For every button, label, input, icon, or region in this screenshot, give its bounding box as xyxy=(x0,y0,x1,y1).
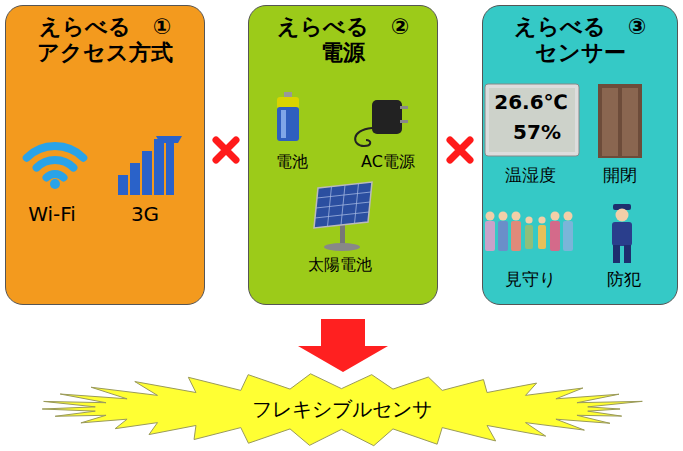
open-close-label: 開閉 xyxy=(603,166,637,186)
adapter-prong xyxy=(400,106,408,109)
wifi-arc xyxy=(37,160,74,168)
signal-bar xyxy=(142,151,152,195)
hygrometer-display xyxy=(489,88,575,152)
person-head xyxy=(551,212,560,221)
temp-humidity-label: 温湿度 xyxy=(505,166,556,186)
block-arrow xyxy=(298,319,388,372)
hygrometer-body xyxy=(485,84,579,156)
person-head xyxy=(512,212,521,221)
person-head xyxy=(564,212,573,221)
solar-grid xyxy=(316,202,370,208)
solar-panel xyxy=(314,182,372,228)
person-head xyxy=(525,216,532,223)
person-head xyxy=(499,212,508,221)
adapter-prong xyxy=(400,120,408,123)
solar-label: 太陽電池 xyxy=(308,256,372,274)
ac-power-label: AC電源 xyxy=(361,153,415,171)
police-body xyxy=(612,222,632,246)
person-body xyxy=(563,221,573,251)
adapter-cord xyxy=(355,128,372,146)
temperature-reading: 26.6℃ xyxy=(494,91,568,114)
result-starburst: フレキシブルセンサ xyxy=(30,370,653,448)
security-label: 防犯 xyxy=(607,270,641,290)
police-leg xyxy=(613,245,620,263)
signal-bar xyxy=(154,139,164,195)
battery-body xyxy=(277,107,299,141)
result-text: フレキシブルセンサ xyxy=(252,396,432,423)
door-frame xyxy=(598,84,642,158)
solar-pole xyxy=(340,224,345,246)
multiply-mark xyxy=(450,140,470,160)
panel-heading: えらべる ① アクセス方式 xyxy=(30,14,180,67)
battery-label: 電池 xyxy=(276,153,308,171)
wifi-dot xyxy=(50,179,60,189)
signal-bar xyxy=(130,163,140,195)
door-leaf xyxy=(622,88,638,156)
humidity-reading: 57% xyxy=(513,121,561,144)
watch-label: 見守り xyxy=(505,270,556,290)
panel-heading: えらべる ② 電源 xyxy=(268,14,418,67)
wifi-label: Wi-Fi xyxy=(28,203,76,226)
police-leg xyxy=(624,245,631,263)
person-body xyxy=(485,221,495,251)
signal-bar xyxy=(118,175,128,195)
panel-heading: えらべる ③ センサー xyxy=(505,14,655,67)
police-head xyxy=(616,209,629,222)
starburst-shape xyxy=(42,374,642,446)
wifi-arc xyxy=(27,146,84,158)
solar-base xyxy=(324,243,360,251)
antenna-mast xyxy=(166,140,174,195)
multiply-mark xyxy=(216,140,236,160)
antenna-top xyxy=(156,136,182,143)
solar-grid xyxy=(315,212,369,218)
person-body xyxy=(550,221,560,251)
door-leaf xyxy=(602,88,618,156)
person-body xyxy=(538,225,546,249)
solar-grid xyxy=(355,184,359,224)
wifi-arc xyxy=(47,174,64,178)
adapter-body xyxy=(372,100,402,134)
person-body xyxy=(498,221,508,251)
3g-label: 3G xyxy=(131,203,159,226)
person-head xyxy=(486,212,495,221)
battery-shine xyxy=(281,110,286,138)
person-head xyxy=(538,216,545,223)
person-body xyxy=(525,225,533,249)
person-body xyxy=(511,221,521,251)
